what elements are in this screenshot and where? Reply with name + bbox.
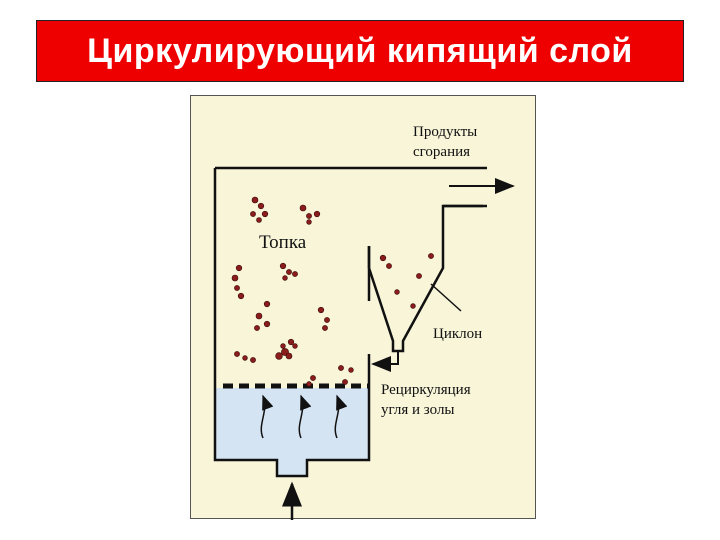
label-products-line2: сгорания: [413, 144, 470, 160]
cyclone-label-pointer: [430, 283, 462, 312]
title-banner: Циркулирующий кипящий слой: [36, 20, 684, 82]
recirc-line: [381, 351, 399, 365]
air-flow-arrow: [334, 394, 348, 439]
furnace-wall: [213, 168, 371, 478]
label-furnace: Топка: [259, 232, 307, 253]
plenum-neck: [277, 460, 307, 476]
air-flow-arrow: [298, 394, 312, 439]
cfb-diagram: Продукты сгорания Топка Циклон Рециркуля…: [190, 95, 536, 520]
label-recirc-line1: Рециркуляция: [381, 382, 471, 398]
label-cyclone: Циклон: [433, 326, 482, 342]
label-products-line1: Продукты: [413, 124, 477, 140]
bed-region: [215, 388, 369, 460]
slide-title: Циркулирующий кипящий слой: [87, 31, 633, 70]
diagram-canvas: Продукты сгорания Топка Циклон Рециркуля…: [213, 124, 515, 520]
air-flow-arrow: [260, 394, 274, 439]
particles: [231, 196, 434, 387]
label-recirc-line2: угля и золы: [381, 402, 455, 418]
cyclone-body: [367, 204, 483, 353]
